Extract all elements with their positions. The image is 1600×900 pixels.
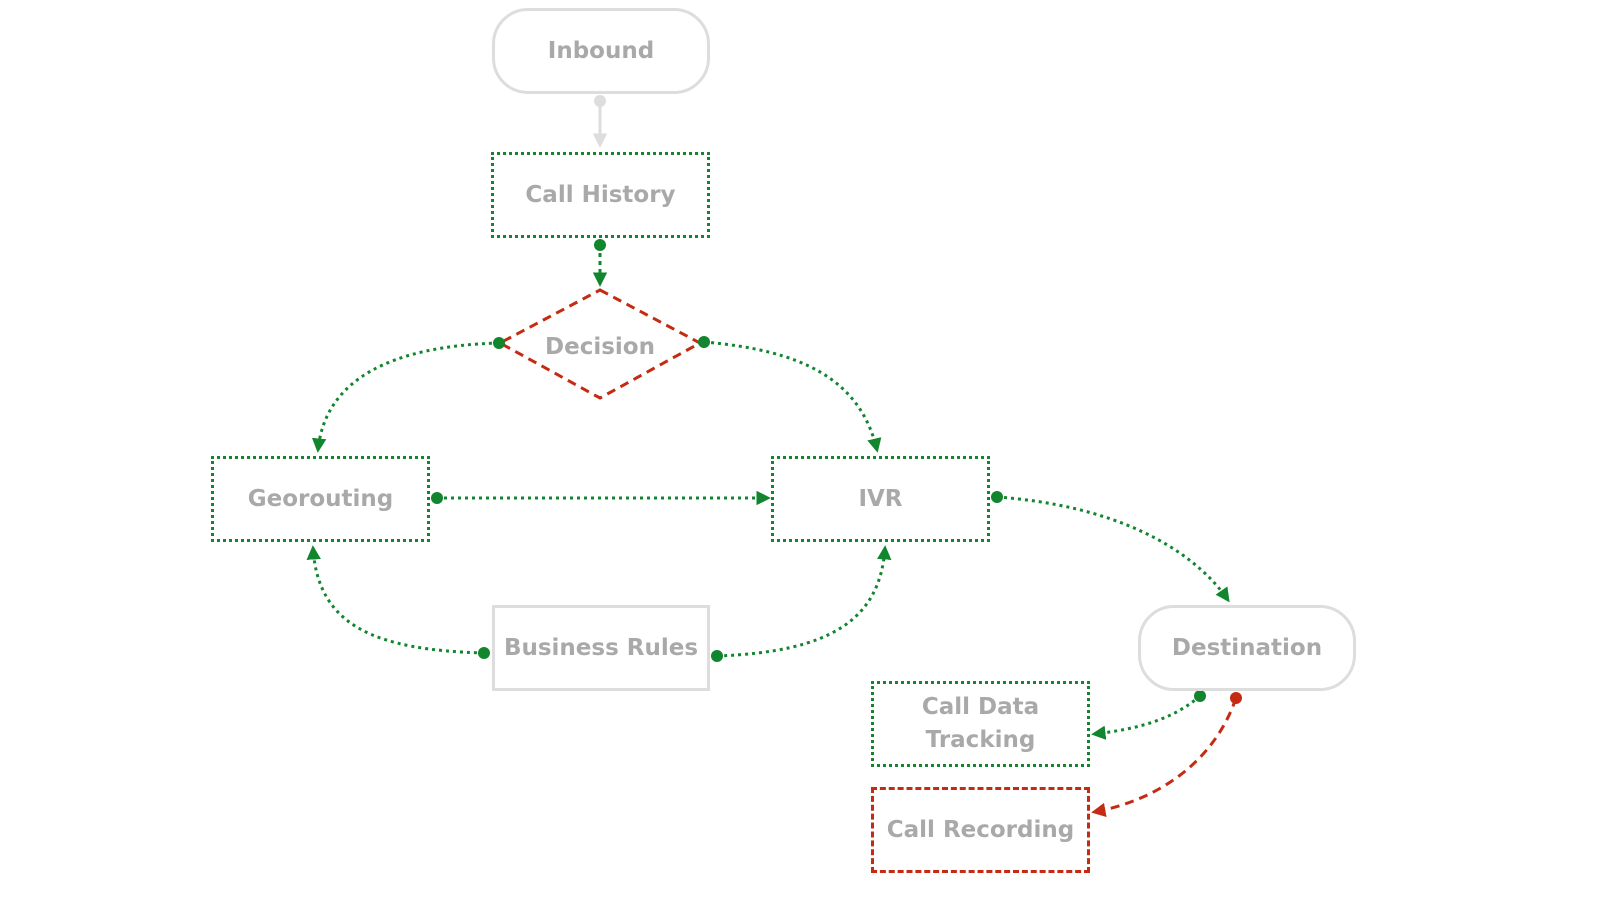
- georouting-label: Georouting: [247, 485, 394, 512]
- inbound-node[interactable]: Inbound: [492, 8, 710, 94]
- decision-label: Decision: [545, 334, 655, 360]
- destination-label: Destination: [1171, 634, 1323, 661]
- destination-to-call-data-tracking-connector: [1091, 694, 1201, 740]
- call-recording-label: Call Recording: [886, 816, 1075, 843]
- business-rules-to-georouting-connector: [306, 545, 485, 655]
- business-rules-label: Business Rules: [503, 634, 699, 661]
- business-rules-node[interactable]: Business Rules: [492, 605, 710, 691]
- call-history-node[interactable]: Call History: [491, 152, 710, 238]
- decision-diamond-shape: [496, 288, 704, 400]
- call-data-tracking-node[interactable]: Call Data Tracking: [871, 681, 1090, 767]
- call-history-label: Call History: [525, 181, 676, 208]
- decision-to-ivr-connector: [703, 340, 882, 453]
- ivr-node[interactable]: IVR: [771, 456, 990, 542]
- inbound-label: Inbound: [547, 37, 655, 64]
- call-recording-node[interactable]: Call Recording: [871, 787, 1090, 873]
- destination-node[interactable]: Destination: [1138, 605, 1356, 691]
- decision-node[interactable]: Decision: [515, 325, 685, 369]
- decision-to-georouting-connector: [311, 341, 500, 453]
- call-data-tracking-label: Call Data Tracking: [921, 694, 1040, 753]
- georouting-node[interactable]: Georouting: [211, 456, 430, 542]
- ivr-to-destination-connector: [996, 495, 1230, 603]
- business-rules-to-ivr-connector: [716, 545, 892, 658]
- destination-to-call-recording-connector: [1091, 697, 1238, 818]
- ivr-label: IVR: [858, 485, 903, 512]
